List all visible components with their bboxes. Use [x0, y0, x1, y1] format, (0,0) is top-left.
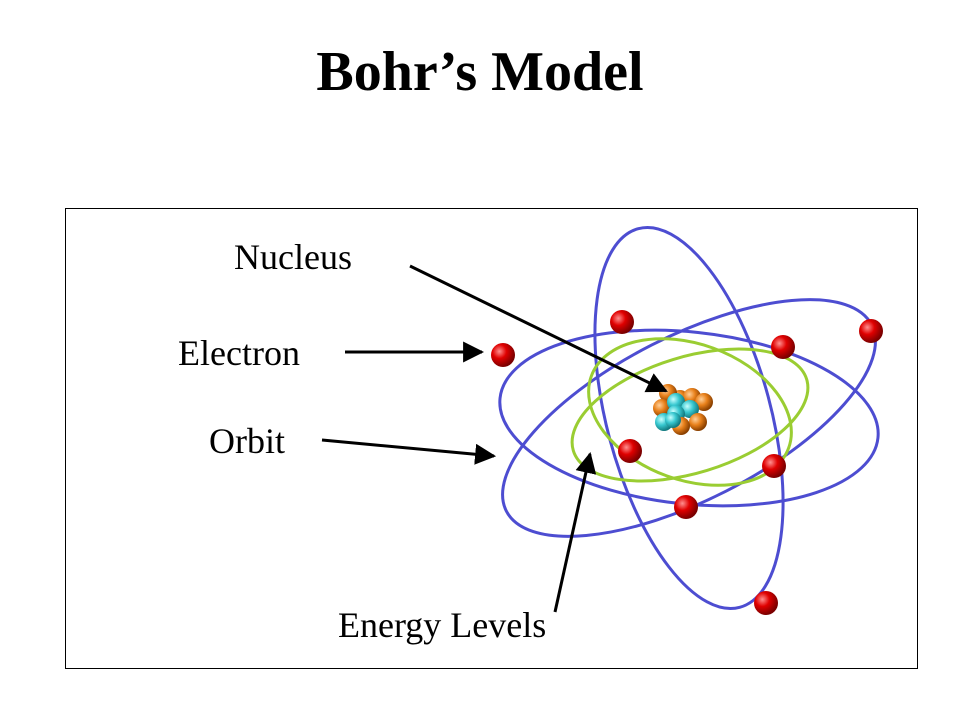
electron: [771, 335, 795, 359]
orbit-arrow: [322, 440, 494, 456]
electron: [491, 343, 515, 367]
nucleus-label: Nucleus: [234, 236, 352, 278]
electron: [859, 319, 883, 343]
orbit-blue-horizontal: [491, 313, 887, 524]
energy-levels-label: Energy Levels: [338, 604, 546, 646]
electron: [618, 439, 642, 463]
orbit-blue-tilted: [469, 252, 909, 584]
electron: [674, 495, 698, 519]
electron-label: Electron: [178, 332, 300, 374]
electron: [762, 454, 786, 478]
orbit-blue-steep: [559, 207, 819, 628]
nucleus: [653, 384, 713, 435]
orbit-label: Orbit: [209, 420, 285, 462]
electron: [754, 591, 778, 615]
electron: [610, 310, 634, 334]
